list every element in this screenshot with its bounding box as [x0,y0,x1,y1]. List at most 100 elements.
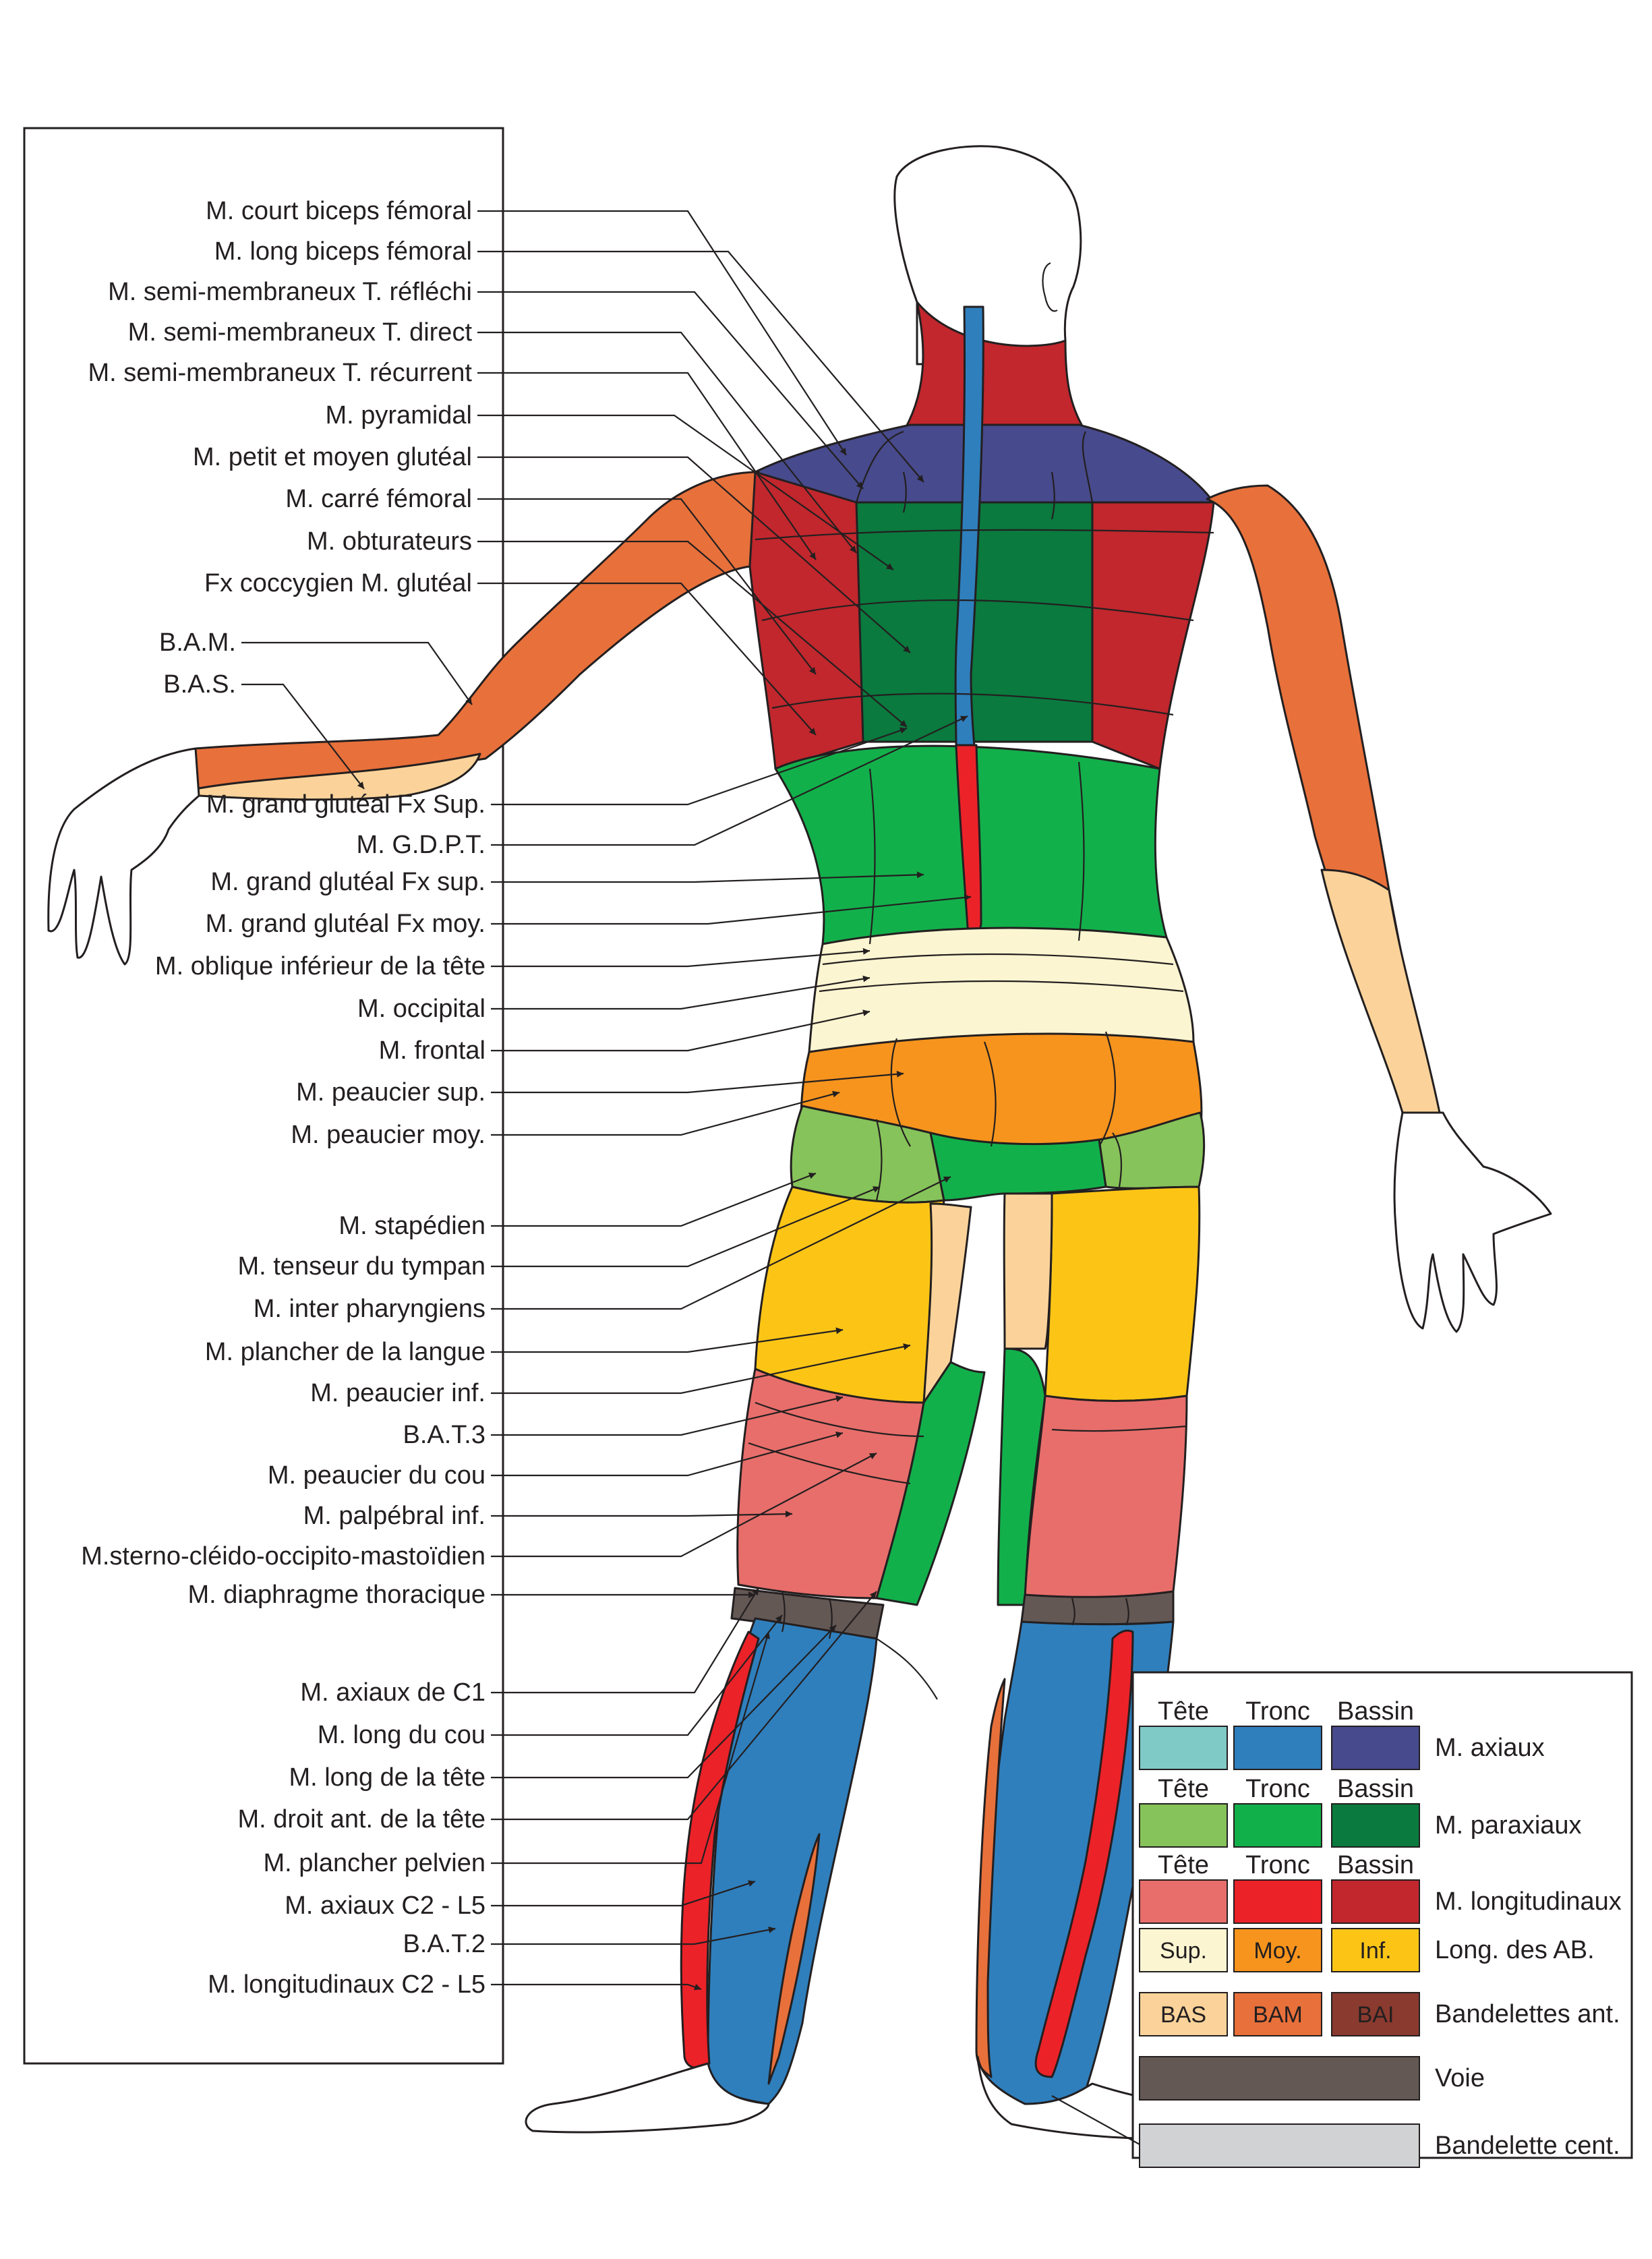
label-15: M. grand glutéal Fx moy. [206,910,485,938]
label-panel [23,127,504,2065]
legend-header-1-2: Bassin [1337,1775,1414,1803]
label-4: M. semi-membraneux T. récurrent [88,359,473,387]
label-5: M. pyramidal [326,401,473,430]
label-17: M. occipital [357,995,485,1023]
central-band-connector [1051,2095,1140,2145]
label-33: M. long de la tête [289,1763,485,1792]
leader-line-12 [491,727,908,806]
legend-swatch-text-4-1: BAM [1253,2002,1303,2028]
left-arm-bas [194,753,481,801]
leader-line-6 [477,456,911,653]
leader-line-29 [491,1453,877,1558]
legend-swatch-0-1 [1233,1726,1322,1770]
legend-swatch-text-3-1: Moy. [1253,1938,1301,1964]
leader-line-34 [491,1591,877,1821]
legend-row-label-0: M. axiaux [1435,1734,1545,1762]
legend-row-label-6: Bandelette cent. [1435,2132,1620,2160]
legend-swatch-2-1 [1233,1879,1322,1924]
leader-line-2 [477,291,864,490]
leader-line-4 [477,372,817,560]
leader-line-26 [491,1395,844,1436]
label-31: M. axiaux de C1 [300,1678,485,1707]
leader-line-19 [491,1070,904,1094]
label-16: M. oblique inférieur de la tête [155,952,485,980]
hip-ab-sup-band [808,927,1195,1053]
label-19: M. peaucier sup. [296,1078,485,1107]
legend-header-2-0: Tête [1158,1851,1209,1879]
label-14: M. grand glutéal Fx sup. [210,868,485,896]
legend-row-label-1: M. paraxiaux [1435,1811,1582,1840]
right-shin-longitudinal [1034,1629,1134,2078]
left-thigh-ab-inf [754,1185,945,1404]
legend-header-2-1: Tronc [1245,1851,1310,1879]
legend-swatch-0-2 [1331,1726,1420,1770]
legend-header-0-2: Bassin [1337,1697,1414,1726]
legend-swatch-4-1 [1233,1992,1322,2036]
legend-swatch-3-1 [1233,1928,1322,1972]
leader-line-31 [491,1587,759,1694]
leader-line-5 [477,414,894,570]
legend-header-2-2: Bassin [1337,1851,1414,1879]
segment-lines [748,430,1214,1700]
left-shin-bam [767,1833,821,2085]
legend-swatch-text-3-2: Inf. [1359,1938,1391,1964]
leader-line-18 [491,1009,871,1052]
leader-line-10 [241,641,473,705]
label-18: M. frontal [379,1036,485,1065]
leader-line-28 [491,1510,793,1518]
right-hand-outline [1393,1111,1552,1333]
label-24: M. plancher de la langue [205,1338,485,1366]
label-29: M.sterno-cléido-occipito-mastoïdien [81,1542,485,1571]
legend-row-label-5: Voie [1435,2064,1485,2092]
leader-line-13 [491,715,968,846]
label-8: M. obturateurs [307,527,472,556]
label-0: M. court biceps fémoral [206,197,472,225]
leader-line-21 [491,1172,817,1227]
label-2: M. semi-membraneux T. réfléchi [108,278,472,306]
legend-row-label-3: Long. des AB. [1435,1936,1595,1964]
leader-line-23 [491,1176,951,1310]
leader-line-32 [491,1614,783,1736]
label-20: M. peaucier moy. [291,1121,485,1149]
right-thigh-ab-inf [1044,1185,1201,1402]
label-25: M. peaucier inf. [310,1379,485,1407]
leader-line-1 [477,250,924,483]
leader-line-20 [491,1090,840,1136]
legend-swatch-text-4-0: BAS [1160,2002,1206,2028]
neck-longitudinal [902,301,1087,433]
legend-header-1-1: Tronc [1245,1775,1310,1803]
label-13: M. G.D.P.T. [357,831,485,859]
legend-swatch-4-0 [1139,1992,1228,2036]
leader-line-3 [477,331,857,554]
legend-swatch-2-0 [1139,1879,1228,1924]
label-11: B.A.S. [163,670,236,699]
upper-back-right-longitudinal [1091,501,1215,770]
leader-line-17 [491,975,871,1010]
body-figure [47,145,1552,2140]
leader-line-38 [491,1983,702,1991]
ear-icon [1042,262,1058,312]
head-outline [893,145,1082,365]
leader-line-9 [477,582,817,736]
legend-swatch-1-2 [1331,1803,1420,1848]
legend-swatch-2-2 [1331,1879,1420,1924]
label-38: M. longitudinaux C2 - L5 [208,1970,485,1999]
left-hand-outline [47,747,200,966]
label-3: M. semi-membraneux T. direct [128,318,473,347]
label-30: M. diaphragme thoracique [188,1581,485,1609]
left-calf-paraxial [875,1361,986,1606]
leader-line-14 [491,871,924,883]
leader-line-37 [491,1926,776,1945]
legend-row-label-4: Bandelettes ant. [1435,2000,1620,2028]
label-12: M. grand glutéal Fx Sup. [206,790,485,819]
leader-line-33 [491,1624,837,1779]
label-28: M. palpébral inf. [303,1502,485,1530]
leader-line-8 [477,540,908,728]
legend-swatch-1-0 [1139,1803,1228,1848]
label-37: B.A.T.2 [403,1930,486,1958]
leader-line-36 [491,1880,756,1907]
left-arm-bam [194,471,760,790]
leader-line-16 [491,947,871,968]
